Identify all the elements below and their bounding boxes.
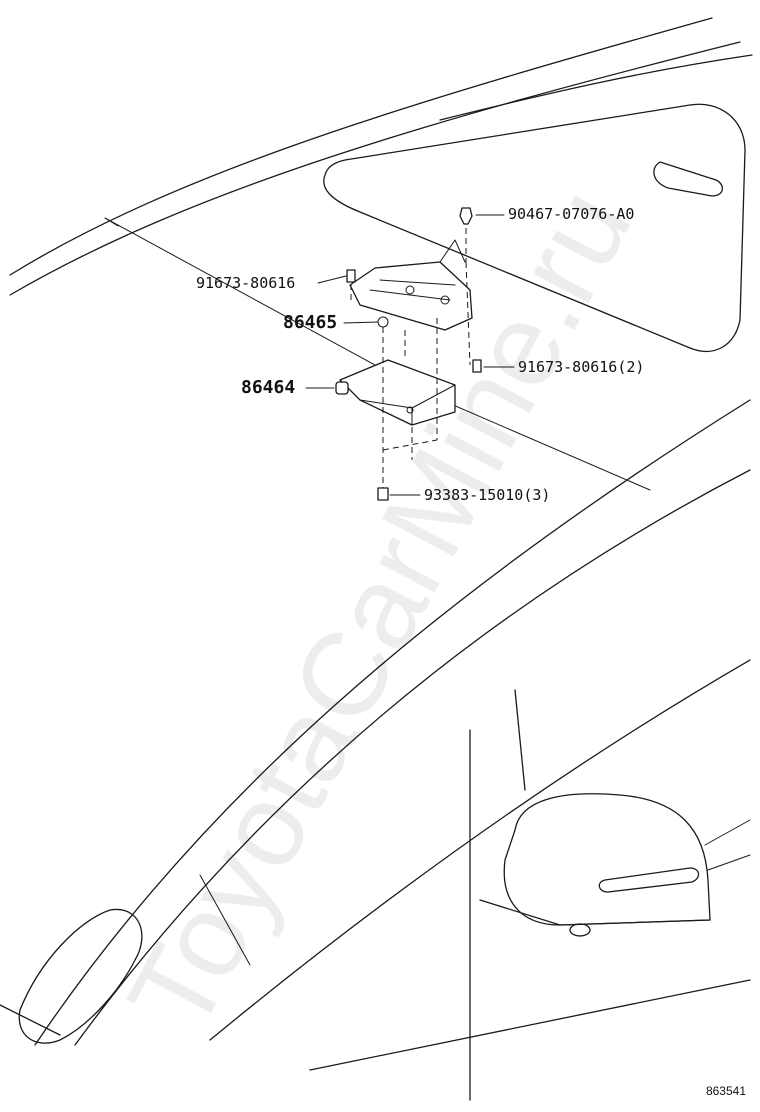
callout-86465[interactable]: 86465 [283, 312, 338, 333]
a-pillar [34, 399, 751, 1101]
door-mirror-right [479, 793, 751, 937]
fastener-screw-91673-b [472, 359, 482, 373]
callout-86464[interactable]: 86464 [241, 377, 296, 398]
module-86464 [335, 359, 456, 426]
callout-90467-07076-a0[interactable]: 90467-07076-A0 [508, 205, 635, 223]
roof-glass-opening [323, 103, 746, 353]
callout-93383-15010-qty3[interactable]: 93383-15010(3) [424, 486, 551, 504]
callout-91673-80616-qty2[interactable]: 91673-80616(2) [518, 358, 645, 376]
fastener-clip-90467 [459, 207, 473, 225]
leader-lines [305, 214, 515, 496]
callout-91673-80616[interactable]: 91673-80616 [196, 274, 296, 292]
bracket-86465 [349, 239, 473, 331]
door-mirror-left [0, 908, 143, 1044]
diagram-id: 863541 [705, 1084, 746, 1098]
headliner-trim [104, 217, 651, 491]
assembly-dashed-lines [350, 228, 471, 488]
fastener-screw-91673-a [346, 269, 356, 283]
roof-outline [9, 17, 753, 296]
fastener-bolt-93383 [377, 487, 389, 501]
